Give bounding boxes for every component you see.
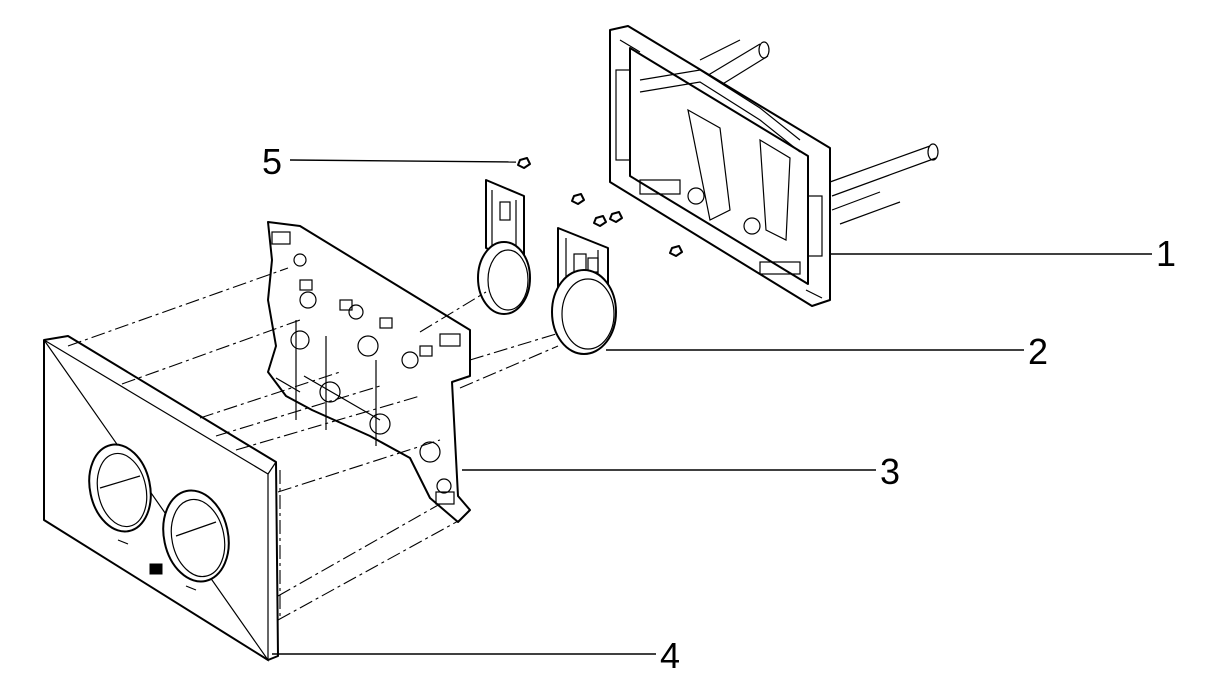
callout-2: 2 [1028, 331, 1048, 372]
callout-3: 3 [880, 451, 900, 492]
assembly-guide-lines [67, 267, 559, 621]
callout-1: 1 [1156, 233, 1176, 274]
cover-plate-icon [43, 335, 279, 662]
callout-5: 5 [262, 141, 282, 182]
button-carrier-plate-icon [267, 221, 471, 523]
nut-icon [517, 157, 683, 257]
callout-leaders [272, 159, 1152, 655]
wall-mounting-frame-icon [609, 25, 939, 307]
callout-4: 4 [660, 635, 680, 676]
flush-button-pair-icon [477, 179, 617, 355]
